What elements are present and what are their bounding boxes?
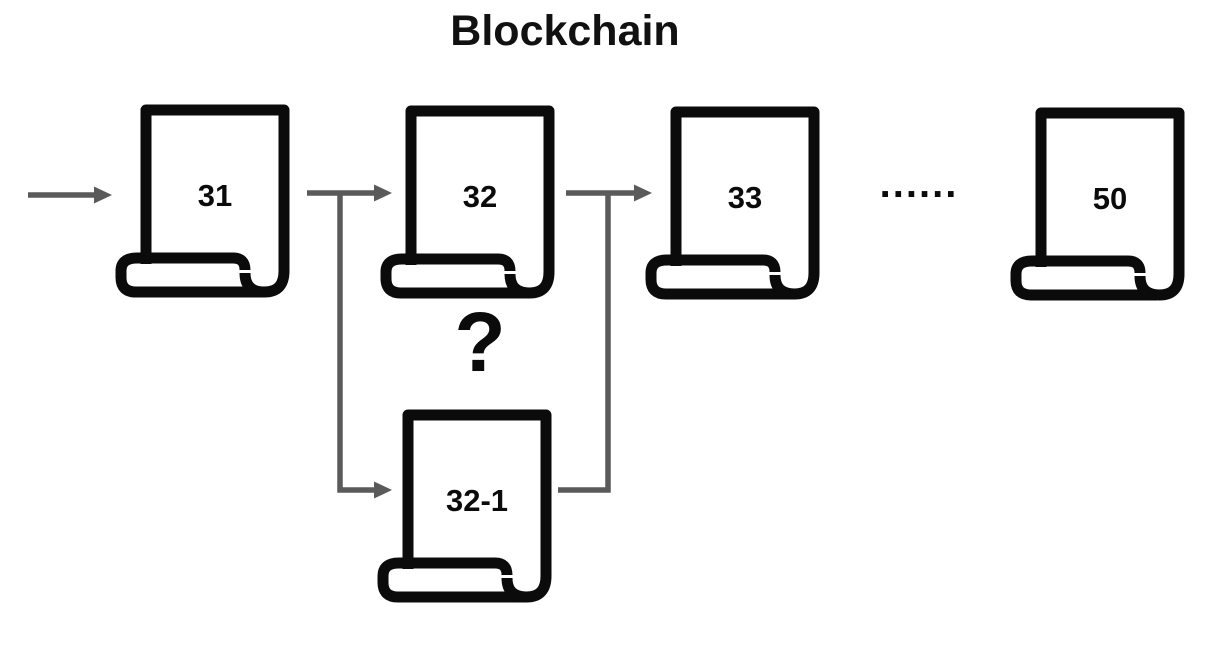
block-32-1: 32-1 bbox=[374, 406, 556, 606]
scroll-document-icon bbox=[645, 106, 820, 300]
block-label: 31 bbox=[197, 178, 233, 213]
block-32: 32 bbox=[377, 102, 559, 302]
chain-ellipsis: ...... bbox=[879, 162, 959, 206]
scroll-document-icon bbox=[1010, 107, 1185, 301]
arrow-into-block-31-icon bbox=[28, 186, 112, 204]
block-50: 50 bbox=[1007, 104, 1189, 304]
block-label: 50 bbox=[1092, 181, 1128, 216]
fork-question-mark: ? bbox=[454, 295, 506, 389]
block-label: 33 bbox=[727, 180, 763, 215]
diagram-title: Blockchain bbox=[450, 7, 680, 55]
connector-32-1-to-33-icon bbox=[558, 195, 611, 493]
arrow-32-to-33-icon bbox=[566, 184, 652, 202]
scroll-document-icon bbox=[377, 409, 552, 603]
scroll-document-icon bbox=[115, 104, 290, 298]
arrow-31-to-32-1-branch-icon bbox=[337, 193, 392, 499]
block-33: 33 bbox=[642, 103, 824, 303]
block-label: 32-1 bbox=[445, 483, 509, 518]
block-label: 32 bbox=[462, 179, 498, 214]
block-31: 31 bbox=[112, 101, 294, 301]
scroll-document-icon bbox=[380, 105, 555, 299]
